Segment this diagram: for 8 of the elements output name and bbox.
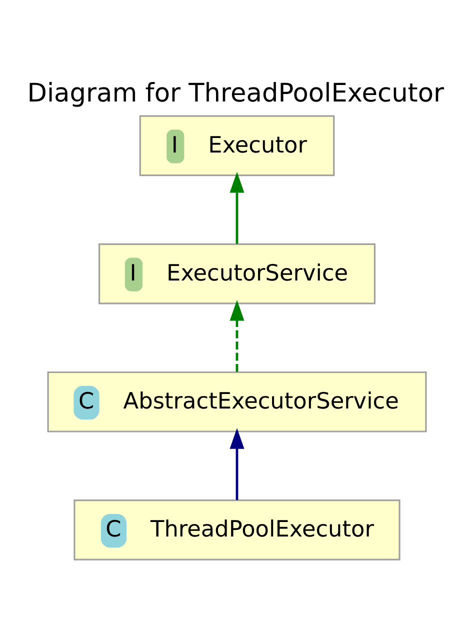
node-box: I ExecutorService — [98, 242, 376, 304]
node-box: C ThreadPoolExecutor — [74, 499, 400, 560]
arrow — [230, 428, 244, 500]
arrow — [230, 299, 244, 372]
node-box: I Executor — [139, 114, 335, 176]
diagram-title: Diagram for ThreadPoolExecutor — [27, 78, 444, 108]
node-box: C AbstractExecutorService — [47, 370, 427, 432]
arrow — [230, 171, 244, 244]
